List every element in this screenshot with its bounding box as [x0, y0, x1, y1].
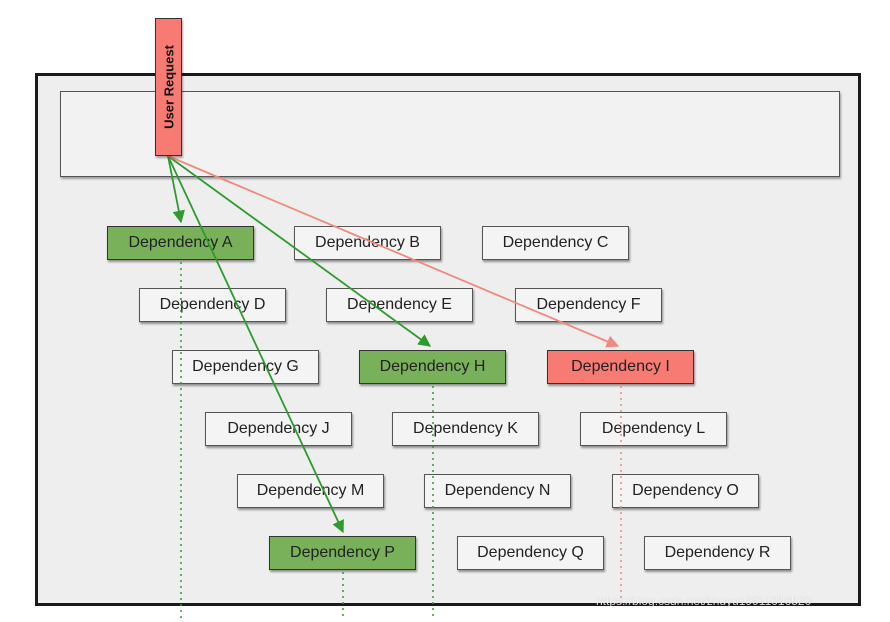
- dependency-c: Dependency C: [482, 226, 629, 260]
- dependency-q: Dependency Q: [457, 536, 604, 570]
- dependency-b: Dependency B: [294, 226, 441, 260]
- user-request-label: User Request: [161, 45, 176, 129]
- dependency-o: Dependency O: [612, 474, 759, 508]
- dependency-h: Dependency H: [359, 350, 506, 384]
- dependency-n: Dependency N: [424, 474, 571, 508]
- dependency-f: Dependency F: [515, 288, 662, 322]
- dependency-l: Dependency L: [580, 412, 727, 446]
- dependency-a: Dependency A: [107, 226, 254, 260]
- dependency-j: Dependency J: [205, 412, 352, 446]
- dependency-r: Dependency R: [644, 536, 791, 570]
- user-request-box: User Request: [155, 18, 182, 156]
- dependency-m: Dependency M: [237, 474, 384, 508]
- dependency-k: Dependency K: [392, 412, 539, 446]
- watermark: https://blog.csdn.net/zhuyu19911016520: [596, 594, 812, 608]
- dependency-p: Dependency P: [269, 536, 416, 570]
- dependency-e: Dependency E: [326, 288, 473, 322]
- dependency-d: Dependency D: [139, 288, 286, 322]
- dependency-g: Dependency G: [172, 350, 319, 384]
- dependency-i: Dependency I: [547, 350, 694, 384]
